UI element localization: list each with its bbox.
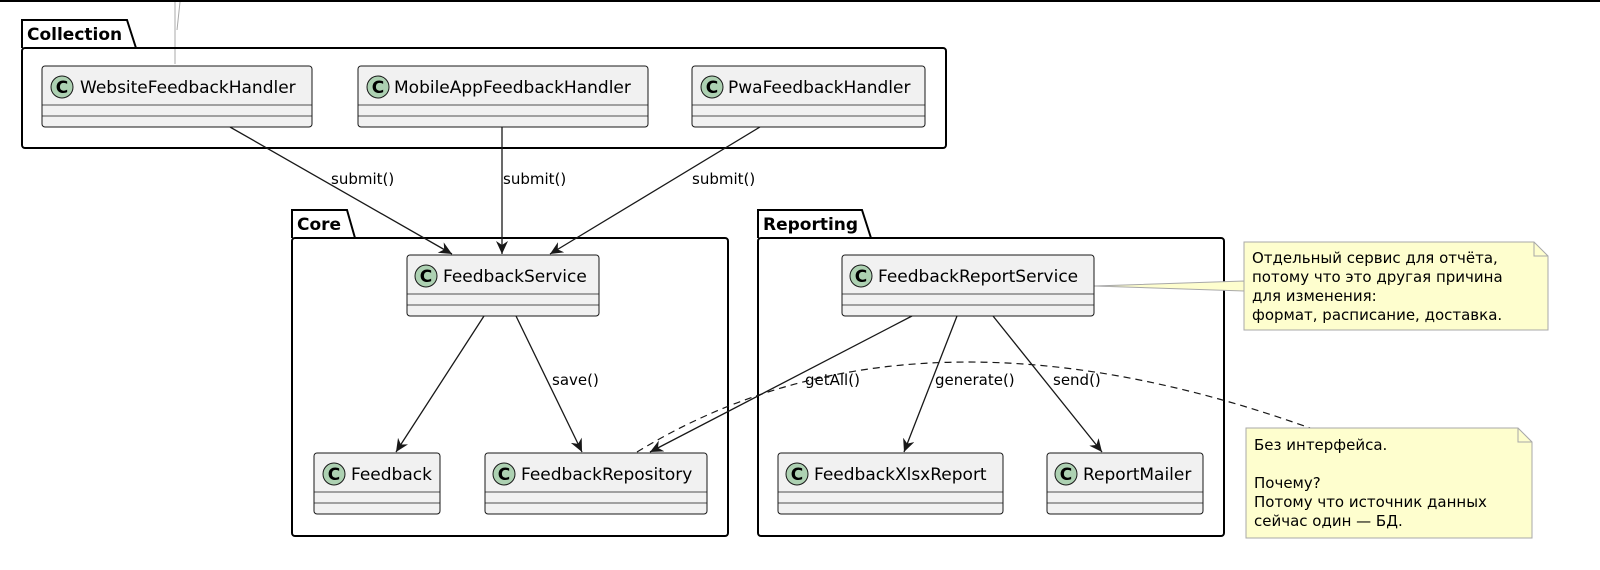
class-name: FeedbackService (443, 267, 587, 287)
class-pwa-feedback-handler[interactable]: C PwaFeedbackHandler (691, 65, 926, 128)
package-reporting: Reporting (757, 209, 1225, 537)
class-icon (1054, 462, 1078, 486)
edge-pwa-service: submit() (549, 126, 761, 255)
note-line: сейчас один — БД. (1254, 512, 1403, 530)
note-line: Без интерфейса. (1254, 436, 1387, 454)
package-label: Core (297, 215, 341, 235)
package-collection: Collection (21, 19, 947, 149)
class-icon (785, 462, 809, 486)
class-icon (50, 75, 74, 99)
class-feedback-repository[interactable]: C FeedbackRepository (484, 452, 708, 515)
class-name: FeedbackRepository (521, 465, 692, 485)
class-icon (700, 75, 724, 99)
class-icon-letter: C (420, 267, 432, 287)
edge-label: submit() (503, 170, 566, 188)
class-feedback-report-service[interactable]: C FeedbackReportService (841, 254, 1095, 317)
class-report-mailer[interactable]: C ReportMailer (1046, 452, 1204, 515)
note-link-top-2 (176, 1, 181, 31)
class-icon-letter: C (372, 78, 384, 98)
class-feedback-xlsx-report[interactable]: C FeedbackXlsxReport (777, 452, 1004, 515)
edge-website-service: submit() (229, 126, 453, 255)
class-name: WebsiteFeedbackHandler (80, 78, 296, 98)
class-feedback[interactable]: C Feedback (313, 452, 441, 515)
edge-report-repo: getAll() (649, 315, 913, 453)
note-line: Отдельный сервис для отчёта, (1252, 249, 1498, 267)
class-icon (849, 264, 873, 288)
note-repository: Без интерфейса. Почему? Потому что источ… (1245, 427, 1533, 539)
class-icon-letter: C (706, 78, 718, 98)
note-report-service: Отдельный сервис для отчёта, потому что … (1243, 241, 1549, 331)
class-icon-letter: C (56, 78, 68, 98)
class-icon-letter: C (1060, 465, 1072, 485)
edge-label: submit() (692, 170, 755, 188)
note-line: Почему? (1254, 474, 1321, 492)
edge-label: send() (1053, 371, 1101, 389)
class-icon (366, 75, 390, 99)
note-connector-report (1093, 280, 1245, 292)
class-name: Feedback (351, 465, 432, 485)
class-icon (492, 462, 516, 486)
edge-mobile-service: submit() (496, 127, 566, 254)
class-icon (414, 264, 438, 288)
class-icon (322, 462, 346, 486)
package-label: Reporting (763, 215, 858, 235)
edge-report-mailer: send() (992, 315, 1103, 453)
edge-label: getAll() (805, 371, 860, 389)
package-label: Collection (27, 25, 122, 45)
edge-label: submit() (331, 170, 394, 188)
class-name: FeedbackReportService (878, 267, 1078, 287)
class-website-feedback-handler[interactable]: C WebsiteFeedbackHandler (41, 65, 313, 128)
edge-label: save() (552, 371, 599, 389)
edge-service-feedback (395, 315, 485, 453)
class-name: MobileAppFeedbackHandler (394, 78, 631, 98)
class-icon-letter: C (855, 267, 867, 287)
class-icon-letter: C (328, 465, 340, 485)
note-connector-repo (636, 361, 1311, 453)
note-line: Потому что источник данных (1254, 493, 1487, 511)
edge-label: generate() (935, 371, 1015, 389)
class-name: ReportMailer (1083, 465, 1191, 485)
note-line: для изменения: (1252, 287, 1377, 305)
class-icon-letter: C (498, 465, 510, 485)
class-mobile-app-feedback-handler[interactable]: C MobileAppFeedbackHandler (357, 65, 649, 128)
note-line: потому что это другая причина (1252, 268, 1503, 286)
note-line: формат, расписание, доставка. (1252, 306, 1502, 324)
edge-service-repo: save() (515, 315, 599, 453)
class-name: FeedbackXlsxReport (814, 465, 987, 485)
class-name: PwaFeedbackHandler (728, 78, 910, 98)
class-icon-letter: C (791, 465, 803, 485)
edge-report-xlsx: generate() (903, 315, 1015, 453)
package-core: Core (291, 209, 729, 537)
class-feedback-service[interactable]: C FeedbackService (406, 254, 600, 317)
